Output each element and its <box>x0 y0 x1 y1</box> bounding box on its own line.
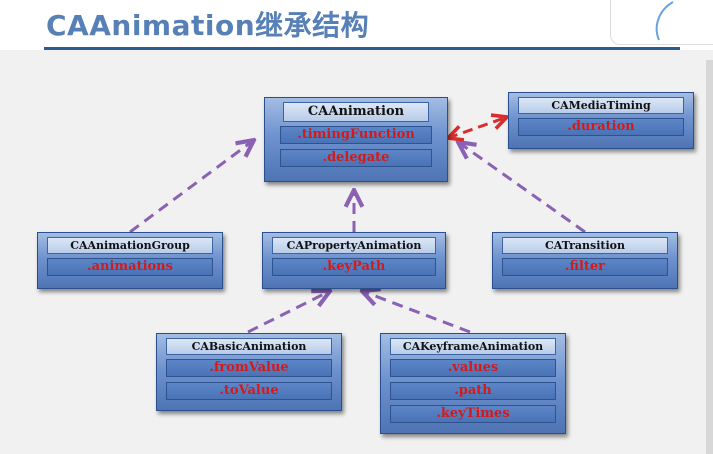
cakeyframeanimation-box: CAKeyframeAnimation .values .path .keyTi… <box>380 333 566 434</box>
tovalue-field: .toValue <box>166 382 332 400</box>
arrow-animationgroup-to-caanimation <box>129 140 254 234</box>
page-title: CAAnimation继承结构 <box>46 9 370 42</box>
capropertyanimation-box: CAPropertyAnimation .keyPath <box>262 232 446 289</box>
path-field: .path <box>390 382 556 400</box>
capropertyanimation-title: CAPropertyAnimation <box>272 237 436 254</box>
duration-field: .duration <box>518 118 684 136</box>
catransition-title: CATransition <box>502 237 668 254</box>
scroll-edge <box>706 60 713 454</box>
values-field: .values <box>390 359 556 377</box>
swoosh-icon <box>655 1 674 41</box>
caanimationgroup-box: CAAnimationGroup .animations <box>37 232 223 289</box>
camediatiming-box: CAMediaTiming .duration <box>508 92 694 149</box>
delegate-field: .delegate <box>280 149 432 167</box>
filter-field: .filter <box>502 258 668 276</box>
keytimes-field: .keyTimes <box>390 405 556 423</box>
arrow-caanimation-to-camediatiming <box>448 117 507 138</box>
caanimation-title: CAAnimation <box>283 102 429 122</box>
camediatiming-title: CAMediaTiming <box>518 97 684 114</box>
caanimationgroup-title: CAAnimationGroup <box>47 237 213 254</box>
catransition-box: CATransition .filter <box>492 232 678 289</box>
caanimation-box: CAAnimation .timingFunction .delegate <box>264 97 448 182</box>
title-bar <box>0 0 713 50</box>
fromvalue-field: .fromValue <box>166 359 332 377</box>
arrow-keyframeanimation-to-propertyanimation <box>362 291 471 334</box>
cakeyframeanimation-title: CAKeyframeAnimation <box>390 338 556 355</box>
cabasicanimation-box: CABasicAnimation .fromValue .toValue <box>156 333 342 411</box>
arrow-basicanimation-to-propertyanimation <box>247 291 330 334</box>
keypath-field: .keyPath <box>272 258 436 276</box>
timingfunction-field: .timingFunction <box>280 126 432 144</box>
title-underline <box>44 47 680 50</box>
animations-field: .animations <box>47 258 213 276</box>
cabasicanimation-title: CABasicAnimation <box>166 338 332 355</box>
corner-thumbnail <box>610 0 713 45</box>
arrow-transition-to-caanimation <box>458 142 586 234</box>
